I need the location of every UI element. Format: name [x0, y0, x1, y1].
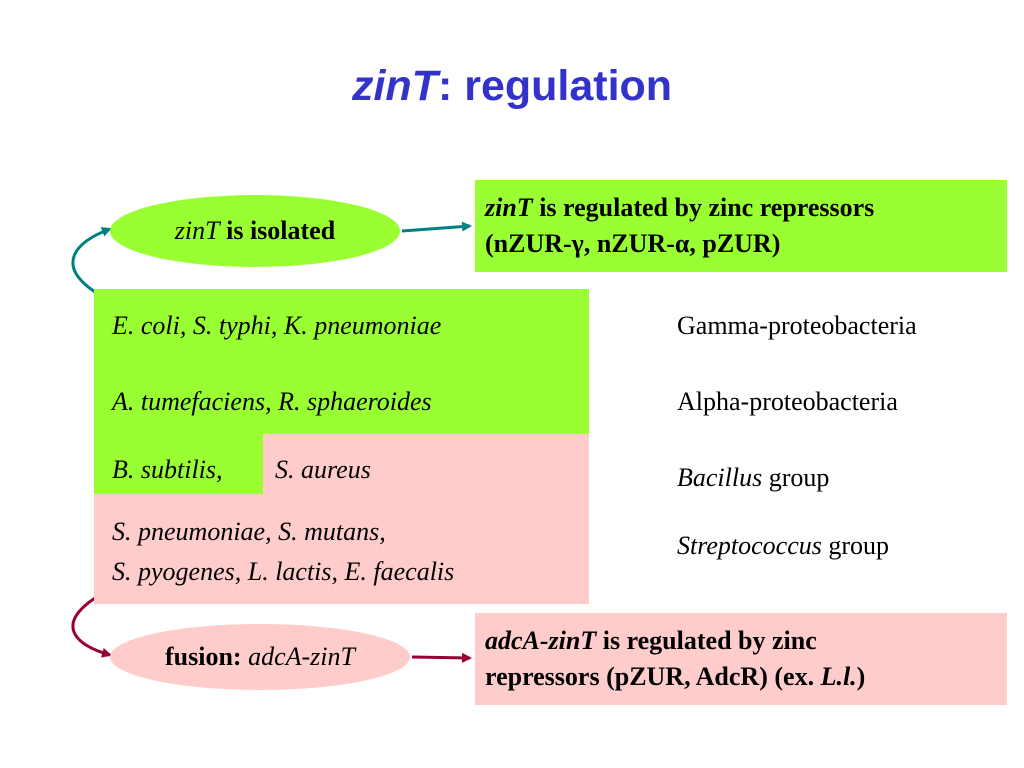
group-strep-rest: group — [821, 531, 890, 560]
regulation-box-top: zinT is regulated by zinc repressors (nZ… — [475, 180, 1007, 272]
fusion-gene: adcA-zinT — [248, 642, 355, 671]
fusion-oval: fusion: adcA-zinT — [110, 624, 410, 690]
species-bacillus-right: S. aureus — [275, 455, 371, 484]
species-strep-line1: S. pneumoniae, S. mutans, — [112, 517, 386, 546]
group-bacillus: Bacillus group — [677, 463, 829, 493]
species-strep-line2: S. pyogenes, L. lactis, E. faecalis — [112, 557, 455, 586]
group-bacillus-name: Bacillus — [677, 463, 763, 492]
arrow-curve-to-isolated — [71, 227, 112, 294]
arrow-curve-to-fusion — [71, 596, 112, 658]
box-top-line2: (nZUR-γ, nZUR-α, pZUR) — [485, 229, 781, 258]
group-strep-name: Streptococcus — [677, 531, 822, 560]
group-alpha: Alpha-proteobacteria — [677, 387, 898, 416]
species-alpha: A. tumefaciens, R. sphaeroides — [112, 387, 432, 416]
slide-title: zinT: regulation — [0, 62, 1024, 111]
species-block-pink-lower — [94, 494, 589, 604]
group-gamma: Gamma-proteobacteria — [677, 311, 917, 340]
box-top-gene: zinT — [485, 193, 533, 222]
group-strep: Streptococcus group — [677, 531, 889, 561]
box-bottom-line2-italic: L.l. — [820, 662, 857, 691]
title-rest: : regulation — [437, 62, 673, 110]
box-bottom-line2-post: ) — [856, 662, 866, 691]
box-bottom-gene: adcA-zinT — [485, 626, 597, 655]
isolated-gene: zinT — [174, 216, 220, 245]
arrow-isolated-to-box — [401, 221, 472, 233]
box-bottom-line2-pre: repressors (pZUR, AdcR) (ex. — [485, 662, 821, 691]
species-gamma: E. coli, S. typhi, K. pneumoniae — [112, 311, 442, 340]
species-bacillus-left: B. subtilis, — [112, 455, 223, 484]
isolated-text: is isolated — [219, 216, 336, 245]
title-gene: zinT — [351, 62, 438, 110]
regulation-box-bottom: adcA-zinT is regulated by zinc repressor… — [475, 613, 1007, 705]
isolated-oval: zinT is isolated — [110, 195, 400, 267]
arrow-fusion-to-box — [411, 652, 472, 663]
box-top-line1: is regulated by zinc repressors — [532, 193, 875, 222]
box-bottom-line1: is regulated by zinc — [596, 626, 817, 655]
species-block-pink-upper — [263, 434, 589, 504]
group-bacillus-rest: group — [762, 463, 830, 492]
fusion-label: fusion: — [165, 642, 249, 671]
